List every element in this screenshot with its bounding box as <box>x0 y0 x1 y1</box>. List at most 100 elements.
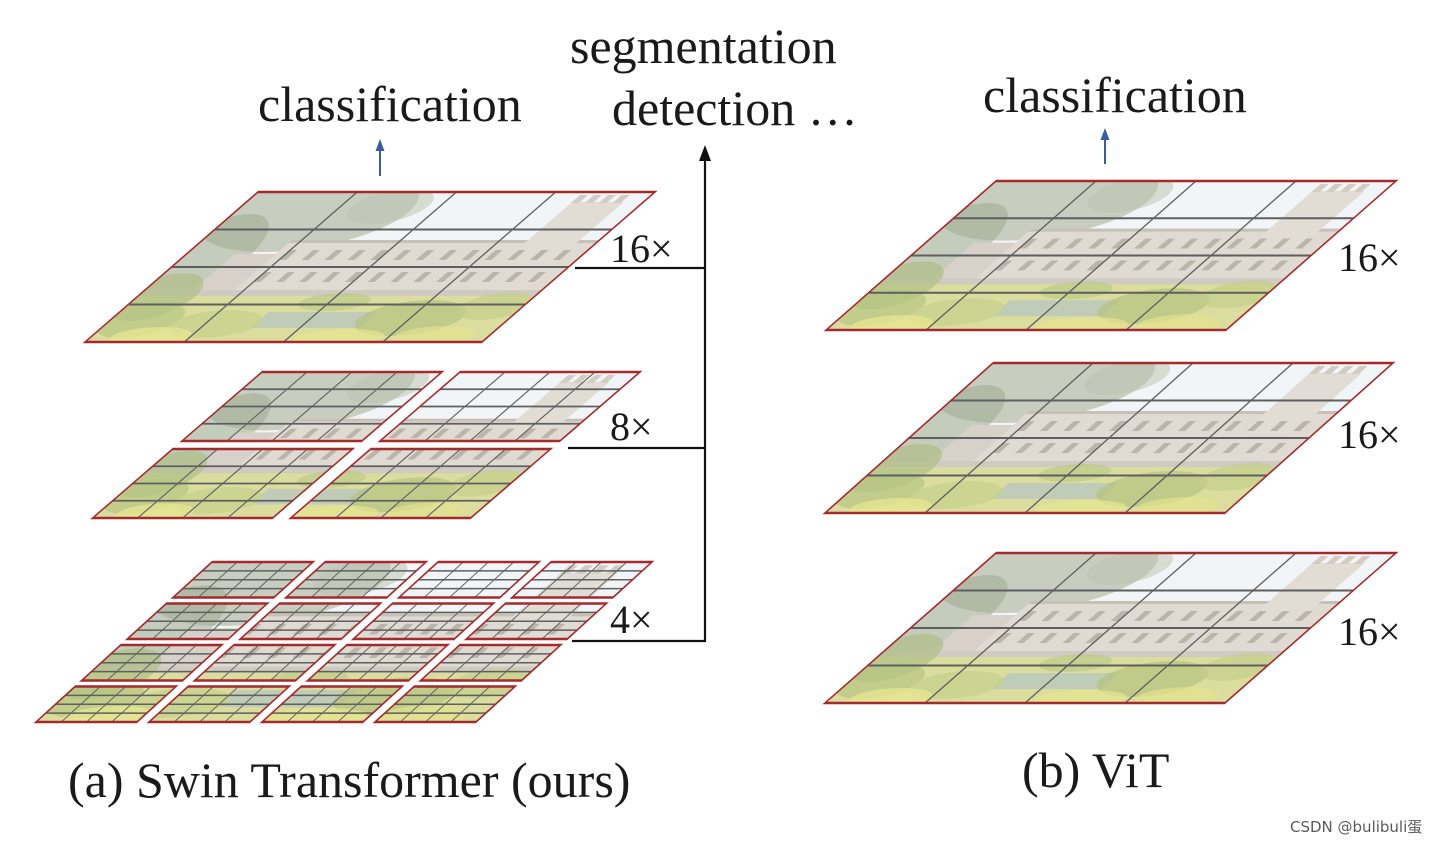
window <box>259 685 405 724</box>
patch-grid-line <box>428 603 469 639</box>
window <box>305 643 451 682</box>
window <box>79 643 225 682</box>
vit-caption: (b) ViT <box>1022 742 1169 798</box>
segmentation-label: segmentation <box>570 18 837 74</box>
swin-layer-16x <box>82 190 658 344</box>
window-border <box>463 602 609 641</box>
swin-scale-4x-label: 4× <box>610 597 653 642</box>
window-image <box>824 363 1393 513</box>
window <box>350 602 496 641</box>
patch-grid-line <box>473 562 515 598</box>
patch-grid-line <box>111 686 152 722</box>
swin-layer-4x <box>33 560 655 724</box>
window <box>377 370 643 443</box>
patch-grid-line <box>450 686 491 722</box>
window-border <box>179 370 445 443</box>
window <box>179 370 445 443</box>
vit-classification-arrowhead <box>1100 128 1110 140</box>
window <box>822 361 1396 515</box>
window <box>509 560 655 599</box>
patch-grid-line <box>202 603 243 639</box>
window <box>283 560 429 599</box>
patch-grid-line <box>381 192 557 342</box>
window <box>418 643 564 682</box>
window-border <box>146 685 292 724</box>
vit-layer-middle <box>822 361 1396 515</box>
patch-grid-line <box>360 562 402 598</box>
window-border <box>372 685 518 724</box>
patch-grid-line <box>514 372 596 441</box>
patch-grid-line <box>382 645 424 681</box>
patch-grid-line <box>495 645 537 681</box>
swin-scale-16x-label: 16× <box>610 226 673 271</box>
patch-grid-line <box>586 562 628 598</box>
patch-grid-line <box>316 372 398 441</box>
patch-grid-line <box>337 686 378 722</box>
swin-classification-label: classification <box>258 76 522 132</box>
window <box>170 560 316 599</box>
window-image <box>85 192 655 342</box>
window-border <box>283 560 429 599</box>
vit-layer-top <box>823 179 1399 332</box>
patch-grid-line <box>315 603 356 639</box>
window-border <box>418 643 564 682</box>
swin-scale-8x-label: 8× <box>610 404 653 449</box>
window <box>237 602 383 641</box>
swin-layer-8x <box>90 370 643 520</box>
vit-classification-label: classification <box>983 67 1247 123</box>
patch-grid-line <box>1125 181 1297 330</box>
window-border <box>33 685 179 724</box>
vit-scale-bottom-label: 16× <box>1338 609 1401 654</box>
patch-grid-line <box>247 562 289 598</box>
castle-photo-instance <box>824 363 1393 513</box>
window-image <box>826 181 1396 330</box>
vit-scale-middle-label: 16× <box>1338 412 1401 457</box>
window-border <box>90 447 356 520</box>
vit-scale-top-label: 16× <box>1338 235 1401 280</box>
window <box>288 447 554 520</box>
patch-grid-line <box>156 645 198 681</box>
window <box>192 643 338 682</box>
window-border <box>259 685 405 724</box>
castle-photo-instance <box>826 181 1396 330</box>
patch-grid-line <box>226 449 309 518</box>
castle-photo-instance <box>825 553 1396 703</box>
dense-task-arrowhead <box>699 145 711 161</box>
window <box>82 190 658 344</box>
window-border <box>170 560 316 599</box>
window-border <box>396 560 542 599</box>
window-border <box>305 643 451 682</box>
patch-grid-line <box>1124 553 1297 703</box>
window-border <box>82 190 658 344</box>
window-border <box>237 602 383 641</box>
window <box>823 179 1399 332</box>
watermark: CSDN @bulibuli蛋 <box>1290 818 1422 836</box>
window-border <box>509 560 655 599</box>
window <box>90 447 356 520</box>
patch-grid-line <box>224 686 265 722</box>
window-border <box>192 643 338 682</box>
castle-photo-instance <box>85 192 655 342</box>
window-border <box>822 551 1399 705</box>
patch-grid-line <box>1123 363 1294 513</box>
vit-layer-bottom <box>822 551 1399 705</box>
window <box>463 602 609 641</box>
window-border <box>79 643 225 682</box>
window-image <box>825 553 1396 703</box>
window <box>822 551 1399 705</box>
window-border <box>823 179 1399 332</box>
window <box>33 685 179 724</box>
patch-grid-line <box>541 603 582 639</box>
detection-label: detection … <box>612 80 858 136</box>
window-border <box>822 361 1396 515</box>
window-border <box>350 602 496 641</box>
swin-classification-arrowhead <box>375 139 385 151</box>
window-border <box>124 602 270 641</box>
window <box>396 560 542 599</box>
window <box>124 602 270 641</box>
patch-grid-line <box>269 645 311 681</box>
window-border <box>377 370 643 443</box>
window <box>372 685 518 724</box>
patch-grid-line <box>424 449 507 518</box>
